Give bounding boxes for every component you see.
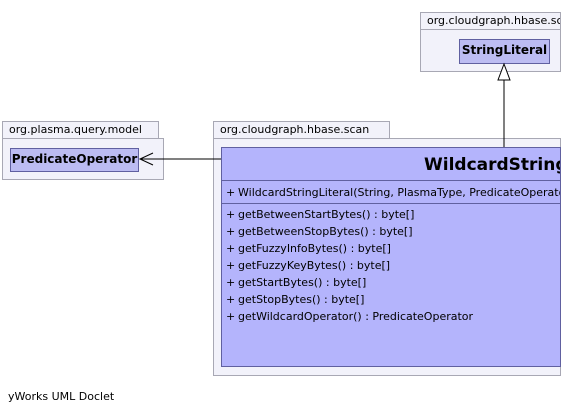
class-name-wildcard-string-literal: WildcardStringLite (222, 148, 560, 181)
method-signature: getFuzzyInfoBytes() : byte[] (238, 242, 391, 255)
visibility-marker: + (226, 186, 236, 199)
method-signature: getStopBytes() : byte[] (238, 293, 365, 306)
package-tab-scan-main: org.cloudgraph.hbase.scan (213, 121, 390, 138)
class-name-predicate-operator: PredicateOperator (11, 152, 138, 166)
visibility-marker: + (226, 293, 236, 306)
visibility-marker: + (226, 276, 236, 289)
package-label-scan-top: org.cloudgraph.hbase.sc (427, 14, 561, 27)
method-item: +getStartBytes() : byte[] (226, 274, 560, 291)
package-tab-scan-top: org.cloudgraph.hbase.sc (420, 12, 561, 29)
method-item: +getStopBytes() : byte[] (226, 291, 560, 308)
method-item: +getFuzzyKeyBytes() : byte[] (226, 257, 560, 274)
visibility-marker: + (226, 310, 236, 323)
method-section: +getBetweenStartBytes() : byte[] +getBet… (222, 204, 560, 325)
class-name-string-literal: StringLiteral (461, 43, 548, 57)
class-wildcard-string-literal[interactable]: WildcardStringLite +WildcardStringLitera… (221, 147, 561, 367)
visibility-marker: + (226, 259, 236, 272)
method-item: +getFuzzyInfoBytes() : byte[] (226, 240, 560, 257)
constructor-section: +WildcardStringLiteral(String, PlasmaTyp… (222, 181, 560, 204)
association-arrowhead (138, 152, 154, 166)
method-signature: getWildcardOperator() : PredicateOperato… (238, 310, 474, 323)
method-item: +getBetweenStopBytes() : byte[] (226, 223, 560, 240)
footer-label: yWorks UML Doclet (8, 390, 115, 403)
inheritance-arrowhead (497, 62, 511, 81)
class-predicate-operator[interactable]: PredicateOperator (10, 148, 139, 172)
constructor-signature: WildcardStringLiteral(String, PlasmaType… (238, 186, 561, 199)
method-signature: getBetweenStopBytes() : byte[] (238, 225, 413, 238)
visibility-marker: + (226, 225, 236, 238)
method-item: +getBetweenStartBytes() : byte[] (226, 206, 560, 223)
visibility-marker: + (226, 208, 236, 221)
method-signature: getBetweenStartBytes() : byte[] (238, 208, 415, 221)
method-signature: getStartBytes() : byte[] (238, 276, 367, 289)
constructor-item: +WildcardStringLiteral(String, PlasmaTyp… (226, 184, 560, 201)
package-label-scan-main: org.cloudgraph.hbase.scan (220, 123, 370, 136)
class-string-literal[interactable]: StringLiteral (459, 39, 550, 64)
package-tab-query-model: org.plasma.query.model (2, 121, 159, 138)
package-label-query-model: org.plasma.query.model (9, 123, 142, 136)
method-signature: getFuzzyKeyBytes() : byte[] (238, 259, 391, 272)
method-item: +getWildcardOperator() : PredicateOperat… (226, 308, 560, 325)
visibility-marker: + (226, 242, 236, 255)
